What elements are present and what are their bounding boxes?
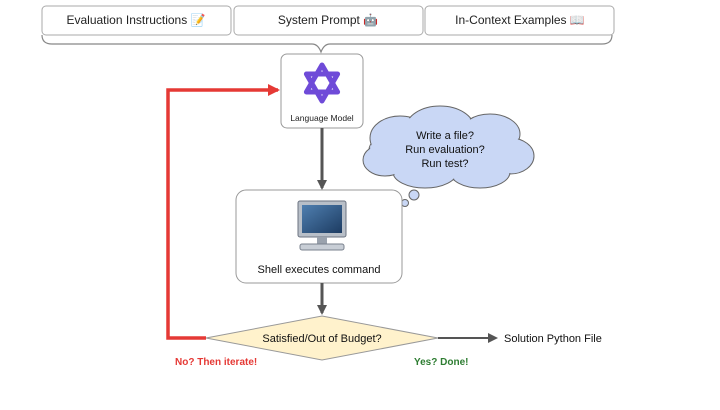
in-context-examples-label: In-Context Examples 📖	[455, 13, 585, 27]
shell-node: Shell executes command	[235, 189, 403, 284]
input-box-system-prompt: System Prompt 🤖	[233, 5, 424, 36]
iterate-loop-arrow	[166, 84, 280, 340]
language-model-node: Language Model	[280, 53, 364, 129]
shell-label: Shell executes command	[258, 264, 381, 276]
thought-line-3: Run test?	[421, 158, 468, 170]
system-prompt-label: System Prompt 🤖	[278, 13, 378, 27]
input-box-in-context-examples: In-Context Examples 📖	[424, 5, 615, 36]
output-label: Solution Python File	[504, 333, 602, 345]
input-brace	[41, 34, 613, 54]
decision-label: Satisfied/Out of Budget?	[262, 333, 381, 345]
language-model-label: Language Model	[290, 113, 353, 123]
qwen-star-logo-icon	[303, 62, 341, 104]
yes-branch-label: Yes? Done!	[414, 357, 468, 368]
thought-line-1: Write a file?	[416, 130, 474, 142]
decision-node: Satisfied/Out of Budget?	[205, 315, 439, 361]
input-box-evaluation-instructions: Evaluation Instructions 📝	[41, 5, 232, 36]
thought-cloud: Write a file? Run evaluation? Run test?	[362, 105, 535, 212]
no-branch-label: No? Then iterate!	[175, 357, 257, 368]
thought-line-2: Run evaluation?	[405, 144, 485, 156]
eval-instructions-label: Evaluation Instructions 📝	[66, 13, 205, 27]
computer-monitor-icon	[297, 200, 347, 251]
